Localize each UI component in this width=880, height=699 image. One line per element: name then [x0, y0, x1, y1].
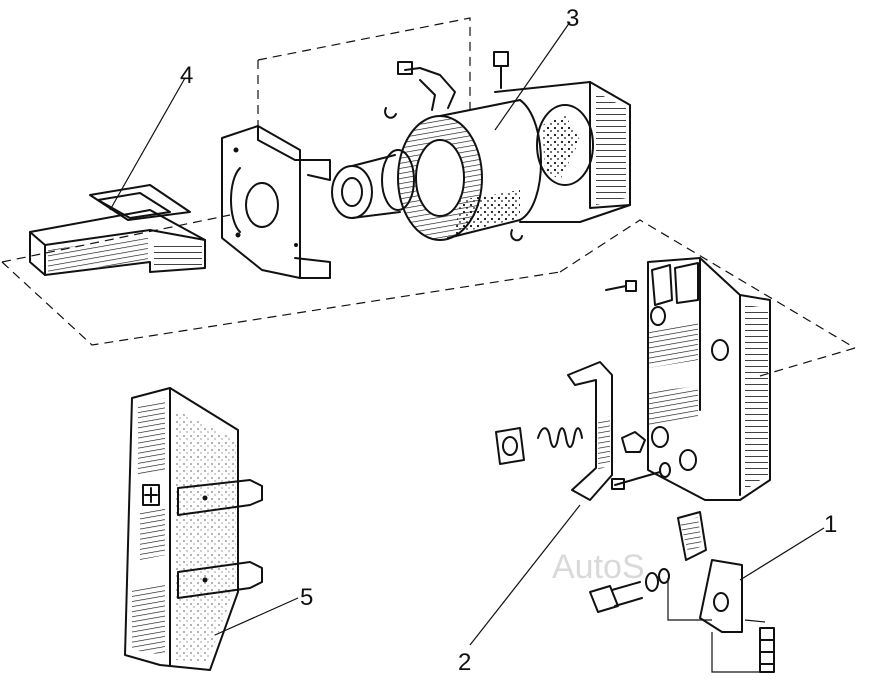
part-4-slotted-block — [29, 184, 206, 276]
leader-3 — [494, 21, 571, 131]
callout-1: 1 — [824, 511, 837, 538]
callout-3: 3 — [566, 5, 579, 32]
callout-2: 2 — [458, 649, 471, 676]
part-3-solenoid-coil — [331, 51, 631, 242]
callout-4: 4 — [180, 62, 193, 89]
leader-2 — [469, 504, 581, 646]
leader-5 — [214, 597, 299, 636]
part-1-contact-assembly — [589, 257, 775, 673]
leader-4 — [109, 77, 186, 211]
part-2-contact-spring — [495, 361, 671, 501]
leader-1 — [739, 527, 825, 581]
part-3-mounting-plate — [221, 125, 331, 279]
callout-leaders — [109, 21, 825, 646]
callout-5: 5 — [300, 584, 313, 611]
part-5-housing — [124, 387, 263, 671]
watermark-text: AutoS — [552, 548, 645, 586]
